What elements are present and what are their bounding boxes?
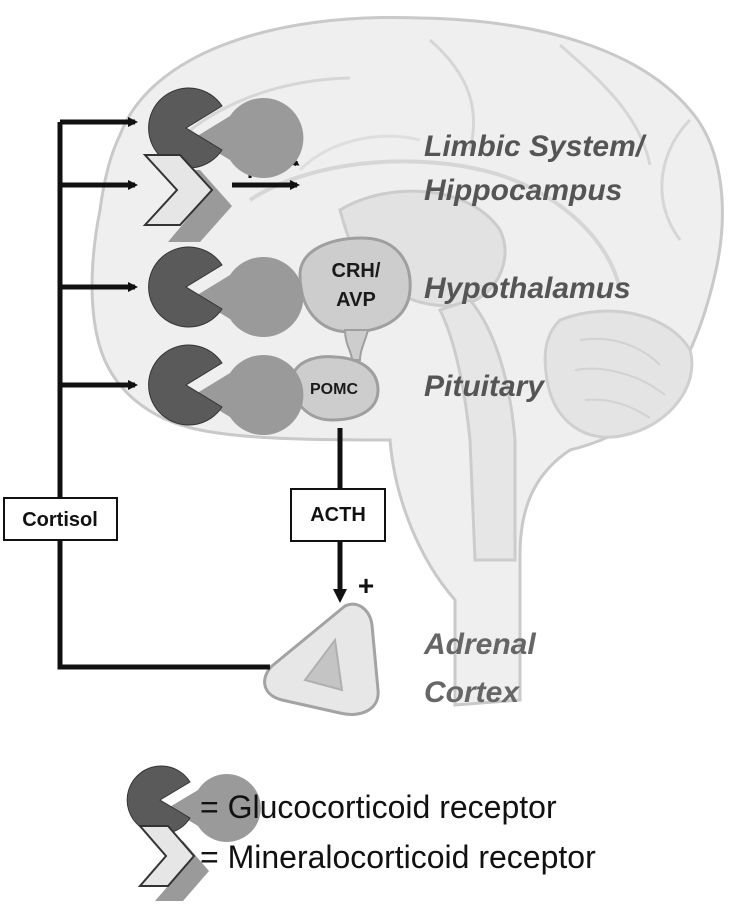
adrenal-label-line2: Cortex (424, 676, 520, 709)
legend-mr-icon (137, 825, 209, 901)
cortisol-box: Cortisol (3, 497, 118, 541)
limbic-label-line1: Limbic System/ (424, 130, 647, 163)
legend: = Glucocorticoid receptor = Mineralocort… (126, 765, 596, 901)
adrenal-label-line1: Adrenal (423, 628, 536, 661)
gr-receptor-limbic (148, 87, 304, 178)
brain-illustration (90, 15, 724, 707)
acth-label: ACTH (310, 504, 366, 526)
limbic-label-line2: Hippocampus (424, 174, 622, 207)
hypothalamus-blob: CRH/ AVP (298, 236, 412, 334)
legend-glucocorticoid: = Glucocorticoid receptor (200, 789, 557, 825)
avp-label: AVP (336, 289, 376, 311)
gr-receptor-pituitary (148, 344, 304, 435)
legend-mineralocorticoid: = Mineralocorticoid receptor (200, 839, 596, 875)
pituitary-gland: POMC (290, 329, 380, 422)
pomc-label: POMC (310, 381, 358, 398)
pituitary-label: Pituitary (424, 370, 545, 403)
adrenal-gland (263, 602, 380, 716)
acth-box: ACTH (290, 488, 386, 542)
sign-adrenal: + (358, 570, 374, 601)
gr-receptor-hypothalamus (148, 246, 304, 337)
crh-label: CRH/ (332, 260, 381, 282)
cortisol-label: Cortisol (22, 509, 98, 531)
legend-gr-icon (126, 765, 261, 842)
hypothalamus-label: Hypothalamus (424, 272, 631, 305)
cortisol-feedback-lines (57, 117, 270, 670)
mr-receptor-limbic (142, 154, 232, 242)
